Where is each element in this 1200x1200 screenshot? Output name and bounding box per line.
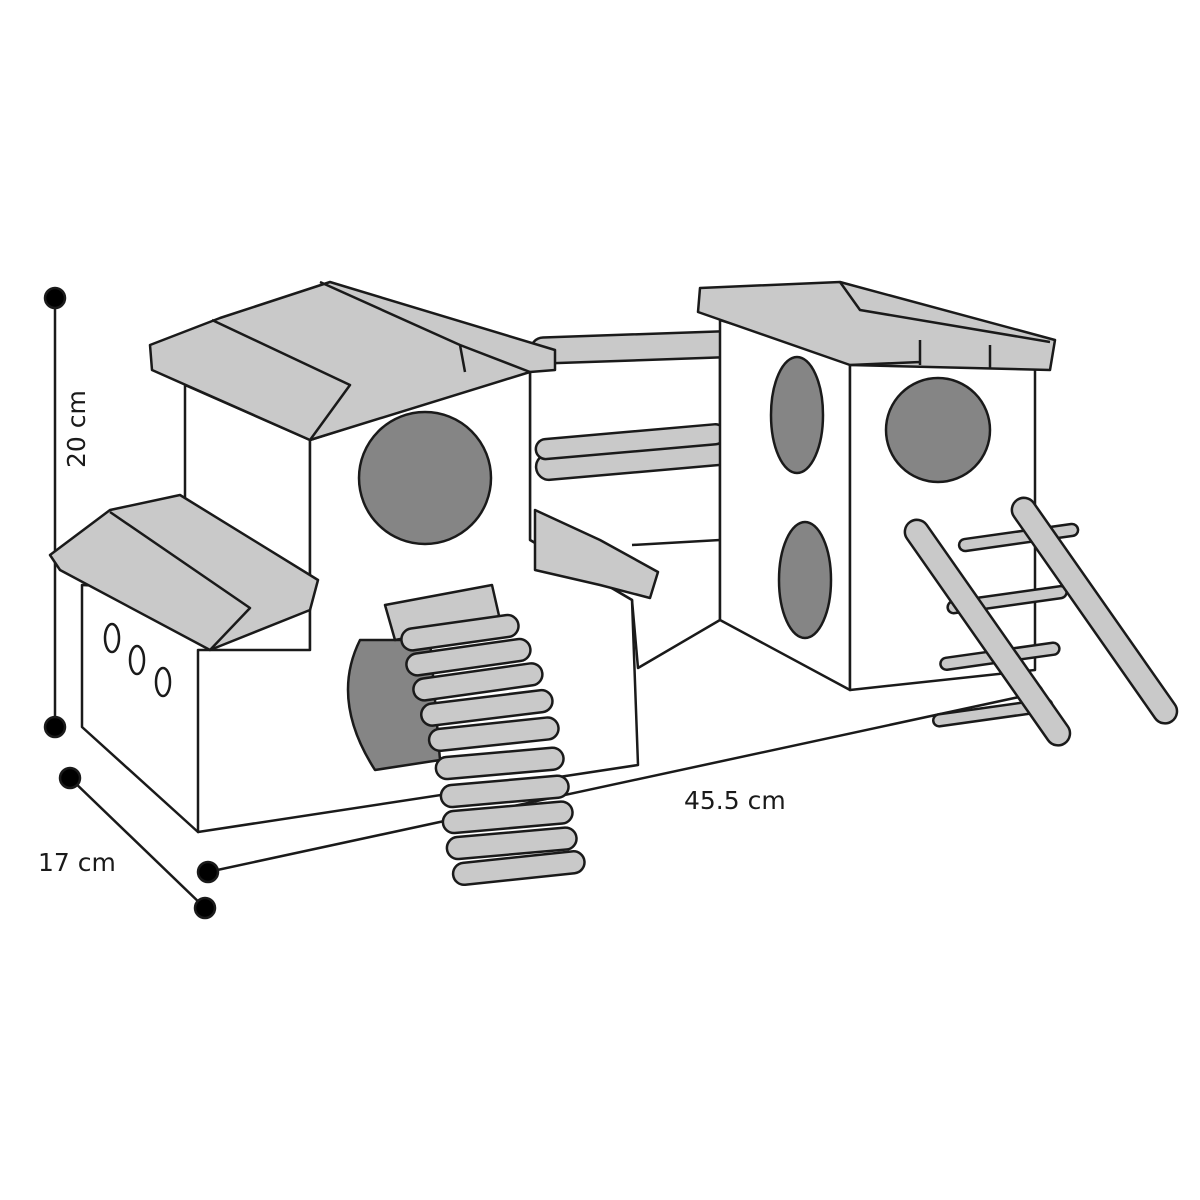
depth-label: 17 cm: [38, 848, 116, 877]
height-label: 20 cm: [62, 390, 91, 468]
width-label: 45.5 cm: [684, 786, 786, 815]
right-house: [696, 280, 1057, 692]
left-house: [48, 280, 660, 834]
left-roof: [148, 280, 557, 442]
height-dimension-line: [43, 286, 67, 739]
depth-dimension-line: [58, 766, 217, 920]
ladder: [903, 496, 1179, 747]
log-ramp: [383, 583, 586, 887]
middle-roof: [533, 508, 660, 600]
small-roof: [48, 493, 320, 652]
